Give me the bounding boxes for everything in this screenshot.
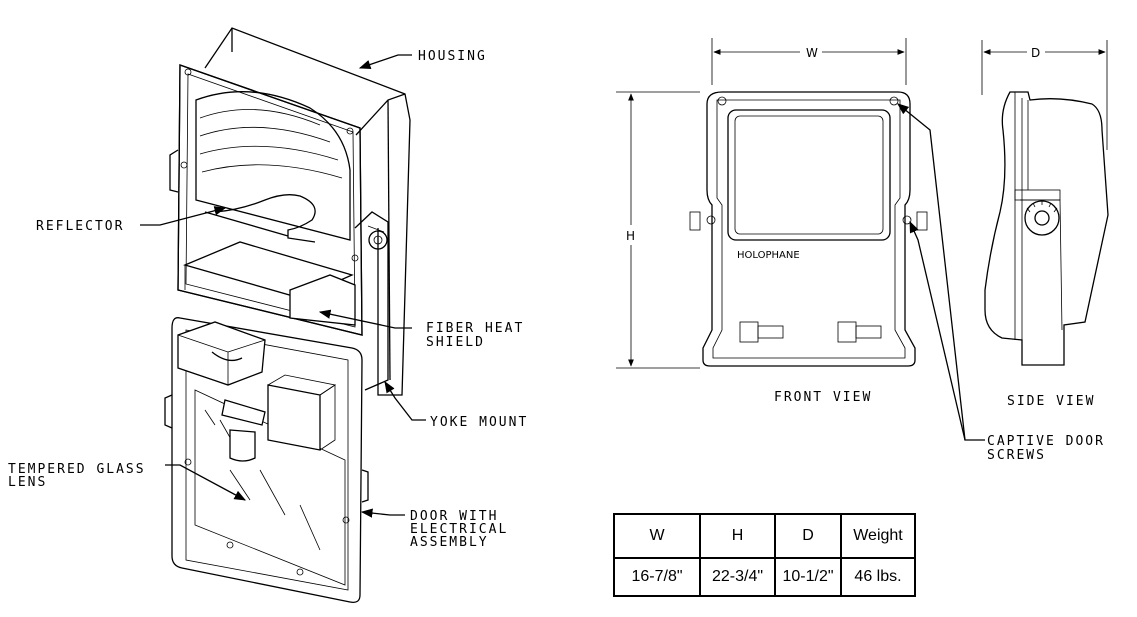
height-dimension-label: H xyxy=(626,229,635,243)
reflector-shape xyxy=(195,91,351,243)
width-dimension-label: W xyxy=(806,46,818,60)
glass-lens-label-2: LENS xyxy=(8,475,47,490)
brand-label: HOLOPHANE xyxy=(737,250,800,261)
table-header-row: W H D Weight xyxy=(613,513,916,559)
front-view-label: FRONT VIEW xyxy=(774,390,872,405)
front-view: W H HOLOPHANE FRONT VIEW xyxy=(616,38,928,405)
spec-table: W H D Weight 16-7/8" 22-3/4" 10-1/2" 46 … xyxy=(613,513,916,597)
yoke-mount-shape xyxy=(354,211,389,391)
heat-shield-label-2: SHIELD xyxy=(426,335,485,350)
door-label-2: ELECTRICAL xyxy=(410,522,508,537)
door-shape xyxy=(164,317,369,603)
value-weight: 46 lbs. xyxy=(840,557,916,597)
value-d: 10-1/2" xyxy=(774,557,842,597)
door-label-3: ASSEMBLY xyxy=(410,535,489,550)
value-h: 22-3/4" xyxy=(699,557,776,597)
header-weight: Weight xyxy=(840,513,916,559)
door-label-1: DOOR WITH xyxy=(410,509,498,524)
captive-screws-label-2: SCREWS xyxy=(987,448,1046,463)
header-h: H xyxy=(699,513,776,559)
header-w: W xyxy=(613,513,701,559)
header-d: D xyxy=(774,513,842,559)
housing-label: HOUSING xyxy=(418,49,487,64)
value-w: 16-7/8" xyxy=(613,557,701,597)
captive-screws-label-1: CAPTIVE DOOR xyxy=(987,434,1105,449)
side-view: D SIDE VIEW xyxy=(981,40,1109,409)
exploded-view: HOUSING REFLECTOR FIBER HEAT SHIELD YOKE… xyxy=(8,27,528,603)
depth-dimension-label: D xyxy=(1031,46,1040,60)
glass-lens-label-1: TEMPERED GLASS xyxy=(8,462,146,477)
yoke-mount-label: YOKE MOUNT xyxy=(430,415,528,430)
reflector-label: REFLECTOR xyxy=(36,219,124,234)
table-row: 16-7/8" 22-3/4" 10-1/2" 46 lbs. xyxy=(613,557,916,597)
heat-shield-shape xyxy=(183,241,356,326)
heat-shield-label-1: FIBER HEAT xyxy=(426,321,524,336)
housing-shape xyxy=(169,27,411,396)
side-view-label: SIDE VIEW xyxy=(1007,394,1095,409)
